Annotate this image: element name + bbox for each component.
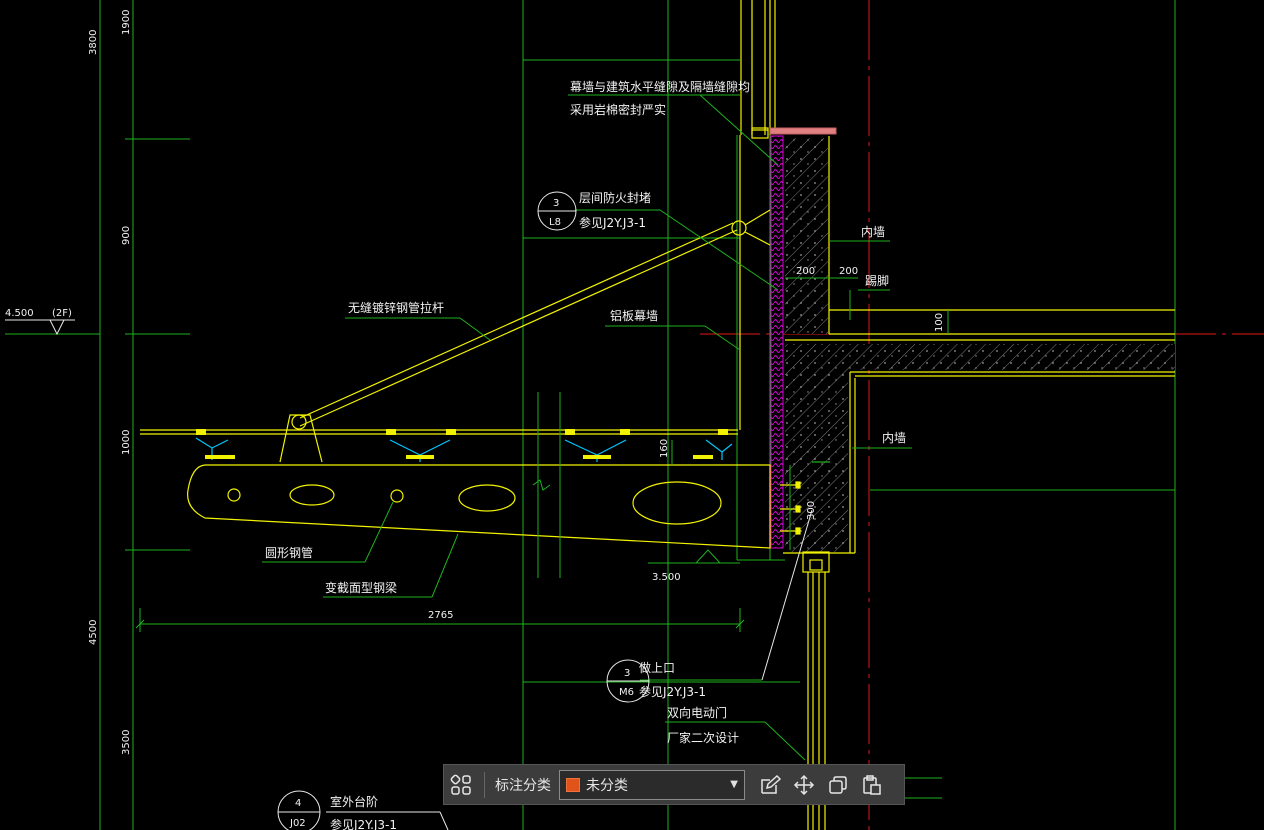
elevation-marker-canopy <box>648 549 740 564</box>
move-icon <box>793 774 815 795</box>
reference-lines <box>99 0 1176 830</box>
note-inner-wall-mid: 内墙 <box>882 431 906 445</box>
note-vendor: 厂家二次设计 <box>667 730 739 745</box>
annotation-category-select[interactable]: 未分类 ▼ <box>559 769 745 800</box>
detail-tag-firestop: 3 L8 <box>537 191 577 231</box>
svg-text:4: 4 <box>295 798 301 809</box>
paste-icon <box>863 774 881 795</box>
axis-lines <box>700 0 1264 830</box>
annotation-category-label: 标注分类 <box>495 777 551 794</box>
dim-1000: 1000 <box>121 430 132 455</box>
svg-text:M6: M6 <box>619 687 634 698</box>
annotation-toolbar: 标注分类 未分类 ▼ <box>443 764 905 805</box>
svg-text:3: 3 <box>553 198 559 209</box>
note-inner-wall-top: 内墙 <box>861 225 885 239</box>
note-auto-door: 双向电动门 <box>667 705 727 720</box>
note-round-pipe: 圆形钢管 <box>265 545 313 560</box>
tie-rod <box>279 209 771 463</box>
clamp-bolts <box>196 429 728 459</box>
note-firestop-ref: 参见J2Y.J3-1 <box>579 215 646 230</box>
dim-200-b: 200 <box>839 266 858 277</box>
elevation-marker-2f: 4.500 (2F) <box>5 308 100 336</box>
elevation-value: 4.500 <box>5 308 34 319</box>
dim-2765: 2765 <box>428 610 453 621</box>
tapered-steel-beam <box>187 464 771 549</box>
note-steps: 室外台阶 <box>330 794 378 809</box>
chevron-down-icon: ▼ <box>730 779 738 790</box>
dim-1900: 1900 <box>121 10 132 35</box>
break-line <box>532 392 561 578</box>
elevation-canopy: 3.500 <box>652 572 681 583</box>
annotation-texts: 幕墙与建筑水平缝隙及隔墙缝隙均 采用岩棉密封严实 层间防火封堵 参见J2Y.J3… <box>265 79 906 830</box>
category-color-swatch <box>566 777 580 792</box>
elevation-floor-tag: (2F) <box>52 308 72 319</box>
note-firestop: 层间防火封堵 <box>579 190 651 205</box>
copy-icon <box>829 775 847 794</box>
copy-button[interactable] <box>821 768 855 802</box>
note-gap-seal-2: 采用岩棉密封严实 <box>570 102 666 117</box>
detail-tag-steps: 4 J02 <box>277 790 321 830</box>
glass-clamps <box>195 437 733 462</box>
edit-icon <box>761 774 781 794</box>
note-tie-rod: 无缝镀锌钢管拉杆 <box>348 300 444 315</box>
dim-3500: 3500 <box>121 730 132 755</box>
category-selected-value: 未分类 <box>586 777 628 794</box>
note-tapered-beam: 变截面型钢梁 <box>325 580 397 595</box>
canopy-rail <box>140 429 738 435</box>
note-steps-ref: 参见J2Y.J3-1 <box>330 817 397 830</box>
detail-tag-door: 3 M6 <box>606 659 650 703</box>
svg-text:3: 3 <box>624 668 630 679</box>
note-door-header: 做上口 <box>639 660 675 675</box>
dim-2765-line <box>135 608 745 632</box>
concrete-hatch <box>785 138 1175 552</box>
layout-grid-button[interactable] <box>444 768 478 802</box>
svg-text:J02: J02 <box>289 818 306 829</box>
note-skirting: 踢脚 <box>865 273 889 288</box>
toolbar-divider <box>484 771 485 798</box>
dim-100: 100 <box>934 313 945 332</box>
dim-4500: 4500 <box>88 620 99 645</box>
dim-200-a: 200 <box>796 266 815 277</box>
note-door-header-ref: 参见J2Y.J3-1 <box>639 684 706 699</box>
leader-lines <box>262 94 912 830</box>
paste-button[interactable] <box>855 768 889 802</box>
edit-button[interactable] <box>753 768 787 802</box>
move-button[interactable] <box>787 768 821 802</box>
dim-160: 160 <box>659 439 670 458</box>
svg-text:L8: L8 <box>549 217 561 228</box>
dim-3800: 3800 <box>88 30 99 55</box>
insulation-strip <box>769 127 837 549</box>
vertical-dimensions: 3800 1900 900 1000 4500 3500 <box>88 10 132 755</box>
note-aluminum-wall: 铝板幕墙 <box>610 308 658 323</box>
dim-900: 900 <box>121 226 132 245</box>
note-gap-seal-1: 幕墙与建筑水平缝隙及隔墙缝隙均 <box>570 79 750 94</box>
grid-icon <box>450 774 471 795</box>
